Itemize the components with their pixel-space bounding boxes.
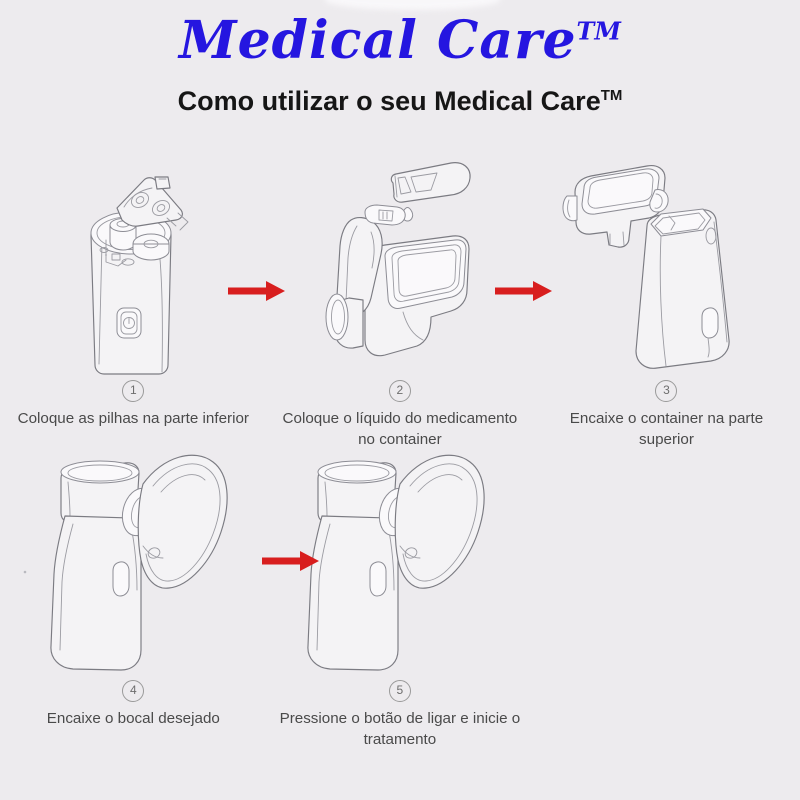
step-2: 2 Coloque o líquido do medicamento no co… xyxy=(267,150,534,451)
subtitle-trademark-symbol: TM xyxy=(600,86,623,104)
step-5-caption: Pressione o botão de ligar e inicie o tr… xyxy=(279,710,521,748)
medication-container-ampoule-icon xyxy=(325,162,471,357)
header: Medical CareTM Como utilizar o seu Medic… xyxy=(0,0,800,116)
step-2-illustration xyxy=(267,150,534,380)
step-row-bottom-spacer xyxy=(533,450,800,751)
nebulizer-with-mask-icon xyxy=(23,454,228,671)
steps-row-top: 1 Coloque as pilhas na parte inferior xyxy=(0,150,800,451)
arrow-right-icon xyxy=(228,281,285,301)
step-4-illustration xyxy=(0,450,267,680)
brand-title: Medical CareTM xyxy=(0,13,800,69)
brand-title-text: Medical Care xyxy=(179,10,577,71)
nebulizer-battery-compartment-icon xyxy=(90,176,189,375)
arrow-step-2-to-3 xyxy=(495,278,553,309)
power-button-icon xyxy=(116,307,142,339)
step-5-number: 5 xyxy=(388,680,411,702)
power-button-icon xyxy=(369,561,387,597)
step-3-number: 3 xyxy=(655,380,678,402)
step-1-caption: Coloque as pilhas na parte inferior xyxy=(17,410,249,427)
face-mask-icon xyxy=(394,454,485,589)
step-1: 1 Coloque as pilhas na parte inferior xyxy=(0,150,267,451)
ampoule-icon xyxy=(390,162,471,203)
detached-container xyxy=(563,164,670,248)
step-3-caption: Encaixe o container na parte superior xyxy=(569,410,764,448)
step-2-number: 2 xyxy=(388,380,411,402)
step-3: 3 Encaixe o container na parte superior xyxy=(533,150,800,451)
step-4-caption: Encaixe o bocal desejado xyxy=(46,710,220,727)
page-subtitle: Como utilizar o seu Medical CareTM xyxy=(0,85,800,117)
arrow-right-icon xyxy=(262,551,319,571)
nebulizer-with-mask-power-icon xyxy=(307,454,485,671)
arrow-right-icon xyxy=(495,281,552,301)
step-4: 4 Encaixe o bocal desejado xyxy=(0,450,267,751)
device-body xyxy=(635,208,731,369)
arrow-step-1-to-2 xyxy=(228,278,286,309)
step-4-number: 4 xyxy=(122,680,145,702)
step-1-illustration xyxy=(0,150,267,380)
step-2-caption: Coloque o líquido do medicamento no cont… xyxy=(282,410,518,448)
face-mask-icon xyxy=(137,454,228,589)
container-attaching-icon xyxy=(563,164,731,369)
page-subtitle-text: Como utilizar o seu Medical Care xyxy=(177,85,601,116)
brand-trademark-symbol: TM xyxy=(576,16,621,46)
arrow-step-4-to-5 xyxy=(262,548,320,579)
step-5-illustration xyxy=(267,450,534,680)
step-3-illustration xyxy=(533,150,800,380)
steps-row-bottom: 4 Encaixe o bocal desejado xyxy=(0,450,800,751)
top-edge-artifact xyxy=(325,0,500,10)
step-5: 5 Pressione o botão de ligar e inicie o … xyxy=(267,450,534,751)
power-button-icon xyxy=(112,561,130,597)
step-1-number: 1 xyxy=(122,380,145,402)
